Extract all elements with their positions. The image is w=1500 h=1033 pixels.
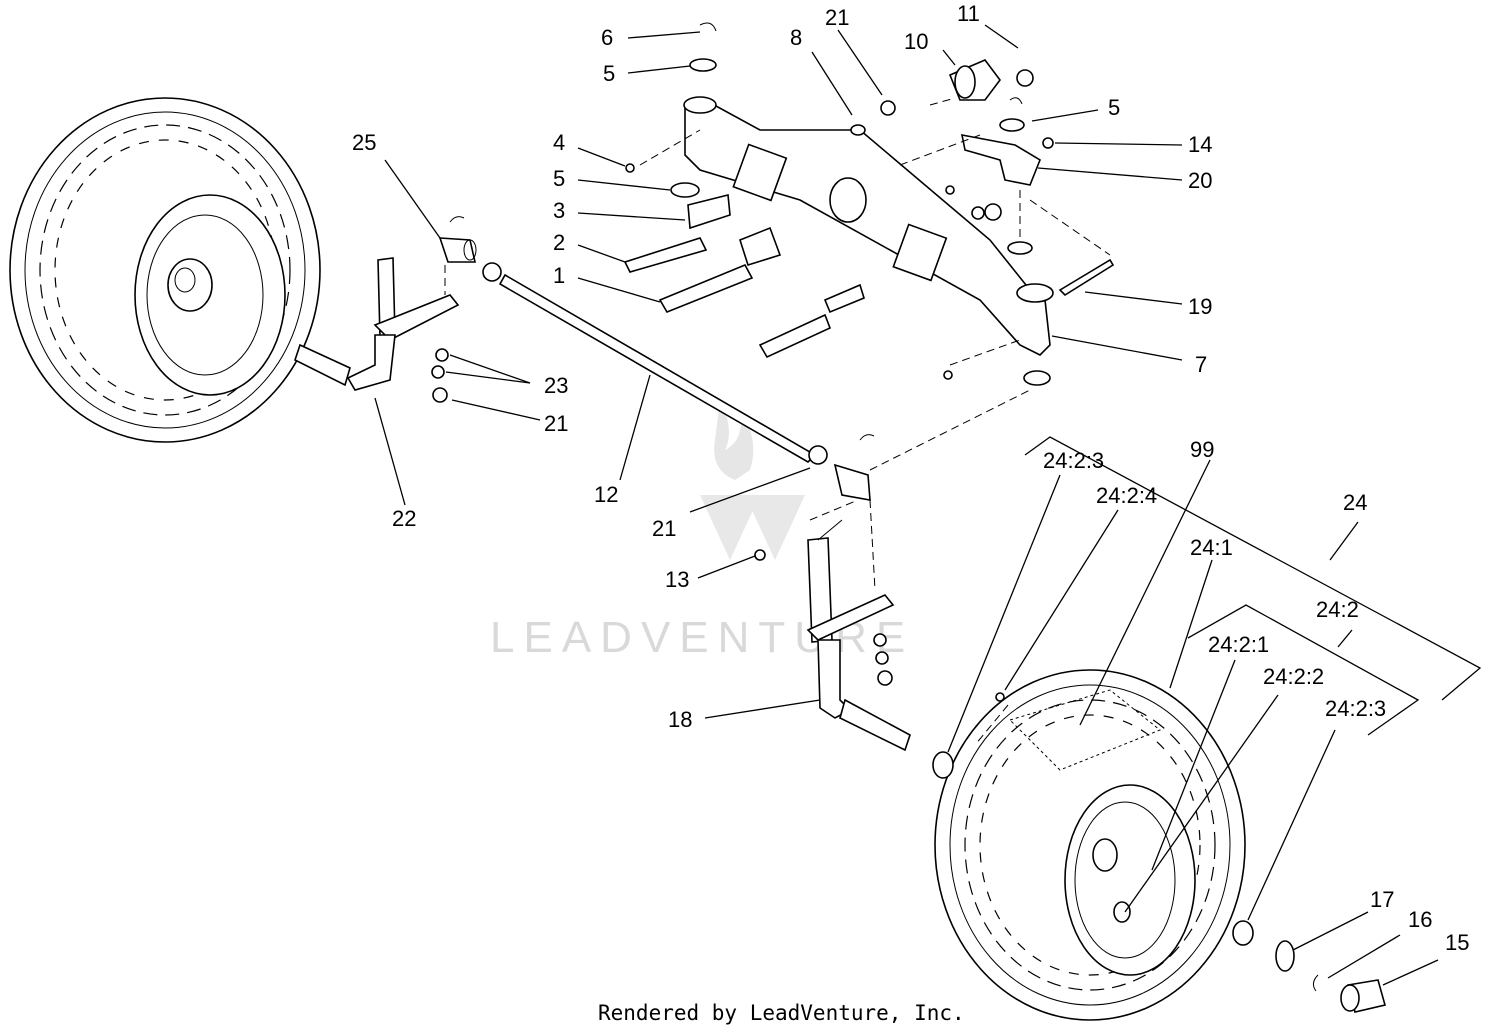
- alignment-lines: [444, 97, 1111, 746]
- front-axle: [683, 96, 1054, 356]
- callout-14: 14: [1188, 132, 1212, 157]
- callout-8: 8: [790, 25, 802, 50]
- callout-10: 10: [904, 29, 928, 54]
- callout-17: 17: [1370, 887, 1394, 912]
- callout-24-2-2: 24:2:2: [1263, 664, 1324, 689]
- callout-6: 6: [601, 25, 613, 50]
- callout-15: 15: [1445, 930, 1469, 955]
- callout-21: 21: [652, 516, 676, 541]
- callout-24-2-3: 24:2:3: [1043, 448, 1104, 473]
- callout-16: 16: [1408, 907, 1432, 932]
- callout-3: 3: [553, 198, 565, 223]
- callout-23: 23: [544, 373, 568, 398]
- callout-24-2-1: 24:2:1: [1208, 632, 1269, 657]
- callout-24-2: 24:2: [1316, 597, 1359, 622]
- tie-rod: [294, 216, 817, 463]
- callout-5: 5: [553, 166, 565, 191]
- callout-4: 4: [553, 130, 565, 155]
- left-wheel: [9, 97, 321, 443]
- right-spindle: [754, 434, 1386, 1013]
- callout-22: 22: [392, 506, 416, 531]
- callout-18: 18: [668, 707, 692, 732]
- callout-19: 19: [1188, 294, 1212, 319]
- callout-labels: 6 5 21 8 10 11 5 14 20 4 5 3 2 1 19 7 25…: [352, 1, 1469, 955]
- callout-7: 7: [1195, 352, 1207, 377]
- callout-13: 13: [665, 567, 689, 592]
- callout-21: 21: [544, 411, 568, 436]
- footer-credit: Rendered by LeadVenture, Inc.: [598, 1001, 965, 1025]
- callout-25: 25: [352, 130, 376, 155]
- callout-24-2-3: 24:2:3: [1325, 696, 1386, 721]
- steering-hardware: [623, 22, 1115, 386]
- callout-5: 5: [603, 61, 615, 86]
- callout-1: 1: [553, 263, 565, 288]
- callout-24-1: 24:1: [1190, 535, 1233, 560]
- callout-24: 24: [1343, 490, 1367, 515]
- callout-12: 12: [594, 482, 618, 507]
- callout-21: 21: [825, 5, 849, 30]
- callout-5: 5: [1108, 95, 1120, 120]
- callout-20: 20: [1188, 168, 1212, 193]
- callout-11: 11: [957, 1, 980, 26]
- callout-99: 99: [1190, 437, 1214, 462]
- callout-24-2-4: 24:2:4: [1096, 483, 1157, 508]
- callout-2: 2: [553, 230, 565, 255]
- right-wheel: [934, 669, 1246, 1021]
- leader-lines: [374, 24, 1482, 986]
